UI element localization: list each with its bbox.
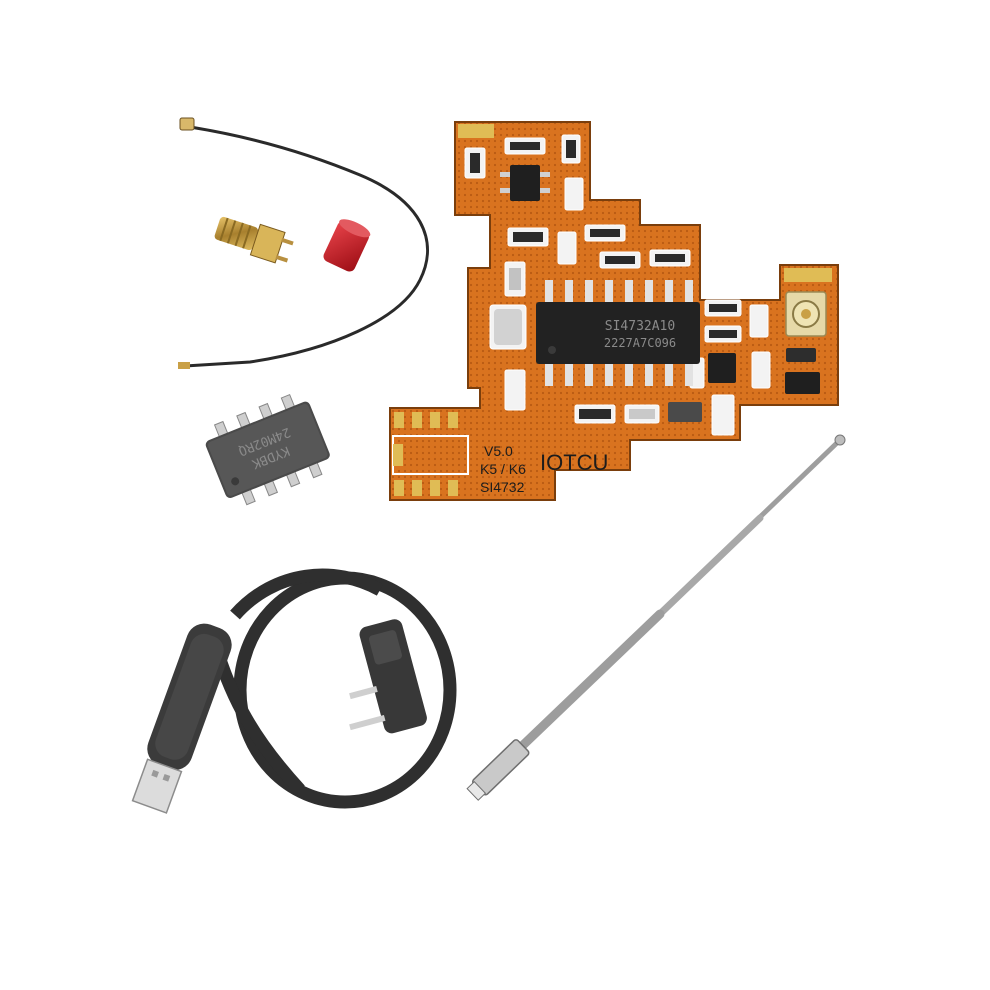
eeprom-chip: 24M02RQ KYDBK xyxy=(205,393,330,506)
antenna-tip xyxy=(834,434,846,446)
gold-pad xyxy=(784,268,832,282)
antenna-base xyxy=(466,739,530,801)
crystal xyxy=(494,309,522,345)
telescopic-antenna xyxy=(466,434,846,801)
sma-connector xyxy=(214,216,294,264)
usb-programming-cable xyxy=(131,568,457,814)
gold-pad xyxy=(458,124,494,138)
k-plug xyxy=(349,619,427,734)
pcb-version-label: V5.0 xyxy=(484,443,513,459)
transistor xyxy=(708,353,736,383)
diode xyxy=(786,348,816,362)
pcb-model-label: K5 / K6 xyxy=(480,461,526,477)
diode xyxy=(785,372,820,394)
pcb-chip-label: SI4732 xyxy=(480,479,525,495)
usb-plug xyxy=(131,623,232,814)
pigtail-antenna-cable xyxy=(178,117,429,369)
red-dust-cap xyxy=(323,219,371,272)
ufl-plug xyxy=(179,117,195,131)
main-ic-line2: 2227A7C096 xyxy=(604,336,676,350)
pcb-brand-label: IOTCU xyxy=(540,450,608,475)
ufl-socket xyxy=(785,291,827,337)
main-ic-line1: SI4732A10 xyxy=(605,319,675,334)
solder-pads xyxy=(392,412,469,496)
cable-tip xyxy=(178,362,190,369)
pcb-board: SI4732A10 2227A7C096 V5.0 K5 / K6 SI4732… xyxy=(389,121,839,501)
transistor xyxy=(500,165,550,201)
main-ic: SI4732A10 2227A7C096 xyxy=(536,280,700,386)
